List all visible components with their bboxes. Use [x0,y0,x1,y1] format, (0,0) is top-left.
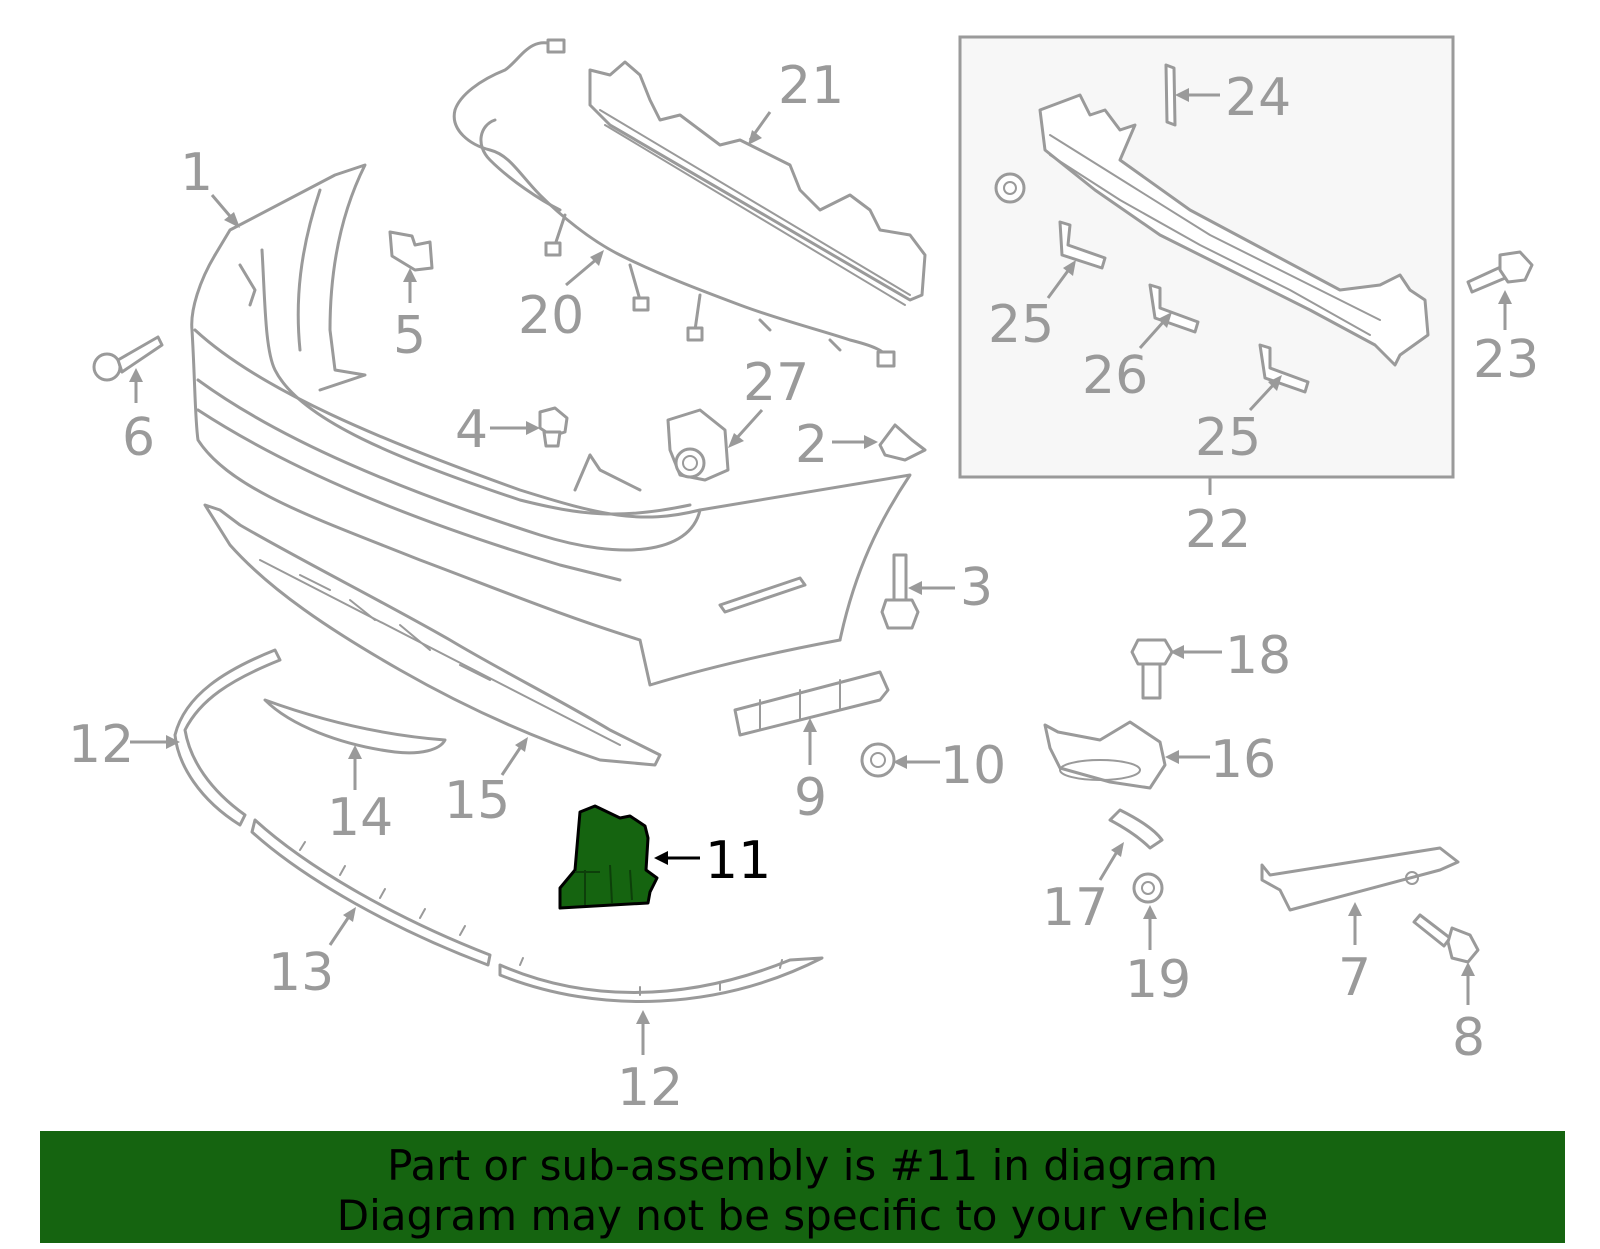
callout-16: 16 [1210,730,1276,790]
part-25-clip-upper [1058,220,1107,270]
part-1-bumper-cover [190,163,912,687]
part-18-bolt [1130,638,1174,700]
callout-25-lower: 25 [1195,408,1261,468]
part-11-highlighted-bracket [558,804,659,910]
part-2-clip [878,423,927,462]
part-13-strip [250,818,492,967]
callout-5: 5 [393,306,426,366]
callout-2: 2 [795,415,828,475]
part-20-wiring-harness [452,38,896,368]
part-23-bolt [1466,250,1534,294]
callout-13: 13 [268,943,334,1003]
part-6-screw [92,335,164,382]
part-inset-nut [994,172,1026,204]
callout-7: 7 [1338,948,1371,1008]
callout-10: 10 [940,736,1006,796]
callout-11: 11 [705,831,771,891]
part-5-clip [388,230,434,272]
callout-23: 23 [1473,330,1539,390]
callout-12-bottom: 12 [617,1058,683,1118]
part-7-bracket [1260,846,1460,912]
callout-1: 1 [180,143,213,203]
callout-18: 18 [1225,626,1291,686]
part-16-bracket [1043,720,1167,790]
part-22-reinforcement-beam [1038,93,1430,367]
part-4-bolt [538,406,569,448]
part-21-absorber [588,60,927,306]
callout-27: 27 [743,353,809,413]
part-8-bolt [1412,913,1480,964]
leader-11-highlight [654,851,700,865]
callout-15: 15 [444,771,510,831]
part-19-nut [1132,872,1164,904]
callout-25-upper: 25 [988,295,1054,355]
callout-9: 9 [794,768,827,828]
callout-17: 17 [1042,878,1108,938]
part-9-bracket [733,670,890,737]
callout-26: 26 [1082,346,1148,406]
part-14-trim [263,698,447,755]
callout-labels: 1 2 3 4 5 6 7 8 9 10 11 12 12 13 14 15 1… [68,56,1539,1118]
callout-24: 24 [1225,68,1291,128]
part-27-parking-sensor [666,408,730,482]
info-banner: Part or sub-assembly is #11 in diagram D… [40,1131,1565,1243]
part-12-strip-left [173,648,282,827]
part-10-nut [860,742,896,778]
banner-line-1: Part or sub-assembly is #11 in diagram [387,1141,1218,1190]
part-12-strip-bottom [498,956,824,1003]
callout-21: 21 [778,56,844,116]
part-15-lower-valance [203,503,662,767]
part-17-clip [1108,808,1164,850]
callout-8: 8 [1452,1008,1485,1068]
part-24-strip [1164,63,1177,127]
callout-22: 22 [1185,500,1251,560]
callout-3: 3 [960,558,993,618]
callout-14: 14 [327,788,393,848]
callout-4: 4 [455,400,488,460]
callout-19: 19 [1125,950,1191,1010]
banner-line-2: Diagram may not be specific to your vehi… [336,1191,1269,1240]
callout-12-left: 12 [68,715,134,775]
leader-lines [129,88,1512,1055]
part-3-bolt [880,553,920,630]
callout-20: 20 [518,286,584,346]
callout-6: 6 [122,408,155,468]
